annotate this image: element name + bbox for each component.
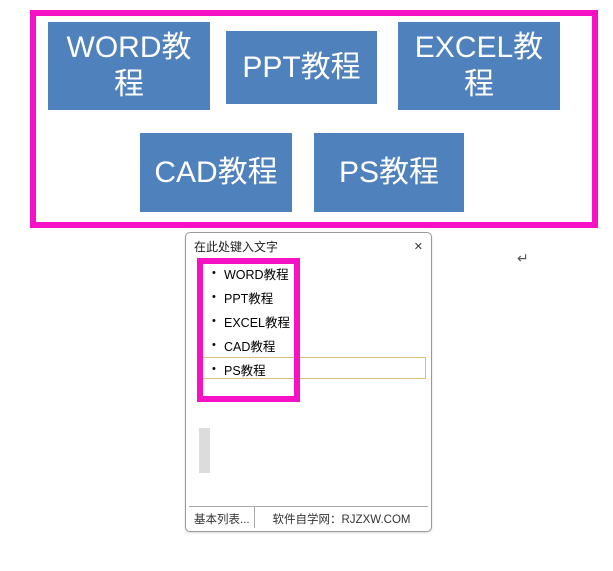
smartart-text-pane: 在此处键入文字 ✕ • WORD教程 • PPT教程 • EXCEL教程 • C… — [185, 232, 432, 532]
bullet-icon: • — [212, 339, 216, 351]
smartart-shape-excel[interactable]: EXCEL教程 — [398, 22, 560, 110]
smartart-shape-label: CAD教程 — [154, 155, 278, 189]
smartart-shape-label: PPT教程 — [242, 50, 361, 84]
text-pane-footer: 基本列表... 软件自学网：RJZXW.COM — [189, 506, 428, 528]
paragraph-mark: ↵ — [517, 250, 529, 266]
text-pane-item[interactable]: • CAD教程 — [186, 333, 431, 357]
text-pane-item[interactable]: • WORD教程 — [186, 261, 431, 285]
scrollbar-thumb[interactable] — [199, 428, 210, 473]
smartart-shape-label: WORD教程 — [66, 30, 192, 102]
smartart-shape-label: EXCEL教程 — [414, 30, 544, 102]
watermark-label: 软件自学网：RJZXW.COM — [272, 514, 411, 526]
text-pane-item-label: CAD教程 — [224, 339, 276, 354]
text-pane-item[interactable]: • EXCEL教程 — [186, 309, 431, 333]
bullet-icon: • — [212, 363, 216, 375]
smartart-shape-label: PS教程 — [338, 155, 440, 189]
bullet-icon: • — [212, 267, 216, 279]
smartart-shape-ps[interactable]: PS教程 — [314, 133, 464, 212]
text-pane-item-label: WORD教程 — [224, 267, 289, 282]
text-pane-item[interactable]: • PPT教程 — [186, 285, 431, 309]
bullet-icon: • — [212, 291, 216, 303]
text-pane-item-active[interactable]: • PS教程 — [186, 357, 431, 381]
layout-name-label: 基本列表... — [189, 507, 255, 528]
smartart-shape-ppt[interactable]: PPT教程 — [226, 31, 377, 104]
close-icon[interactable]: ✕ — [413, 241, 423, 253]
text-pane-header: 在此处键入文字 ✕ — [186, 233, 431, 255]
bullet-icon: • — [212, 315, 216, 327]
text-pane-item-label: PS教程 — [224, 363, 266, 378]
text-pane-title: 在此处键入文字 — [194, 240, 279, 254]
smartart-shape-word[interactable]: WORD教程 — [48, 22, 210, 110]
text-pane-item-label: PPT教程 — [224, 291, 274, 306]
text-pane-list: • WORD教程 • PPT教程 • EXCEL教程 • CAD教程 • PS教… — [186, 261, 431, 381]
smartart-shape-cad[interactable]: CAD教程 — [140, 133, 292, 212]
text-pane-item-label: EXCEL教程 — [224, 315, 290, 330]
